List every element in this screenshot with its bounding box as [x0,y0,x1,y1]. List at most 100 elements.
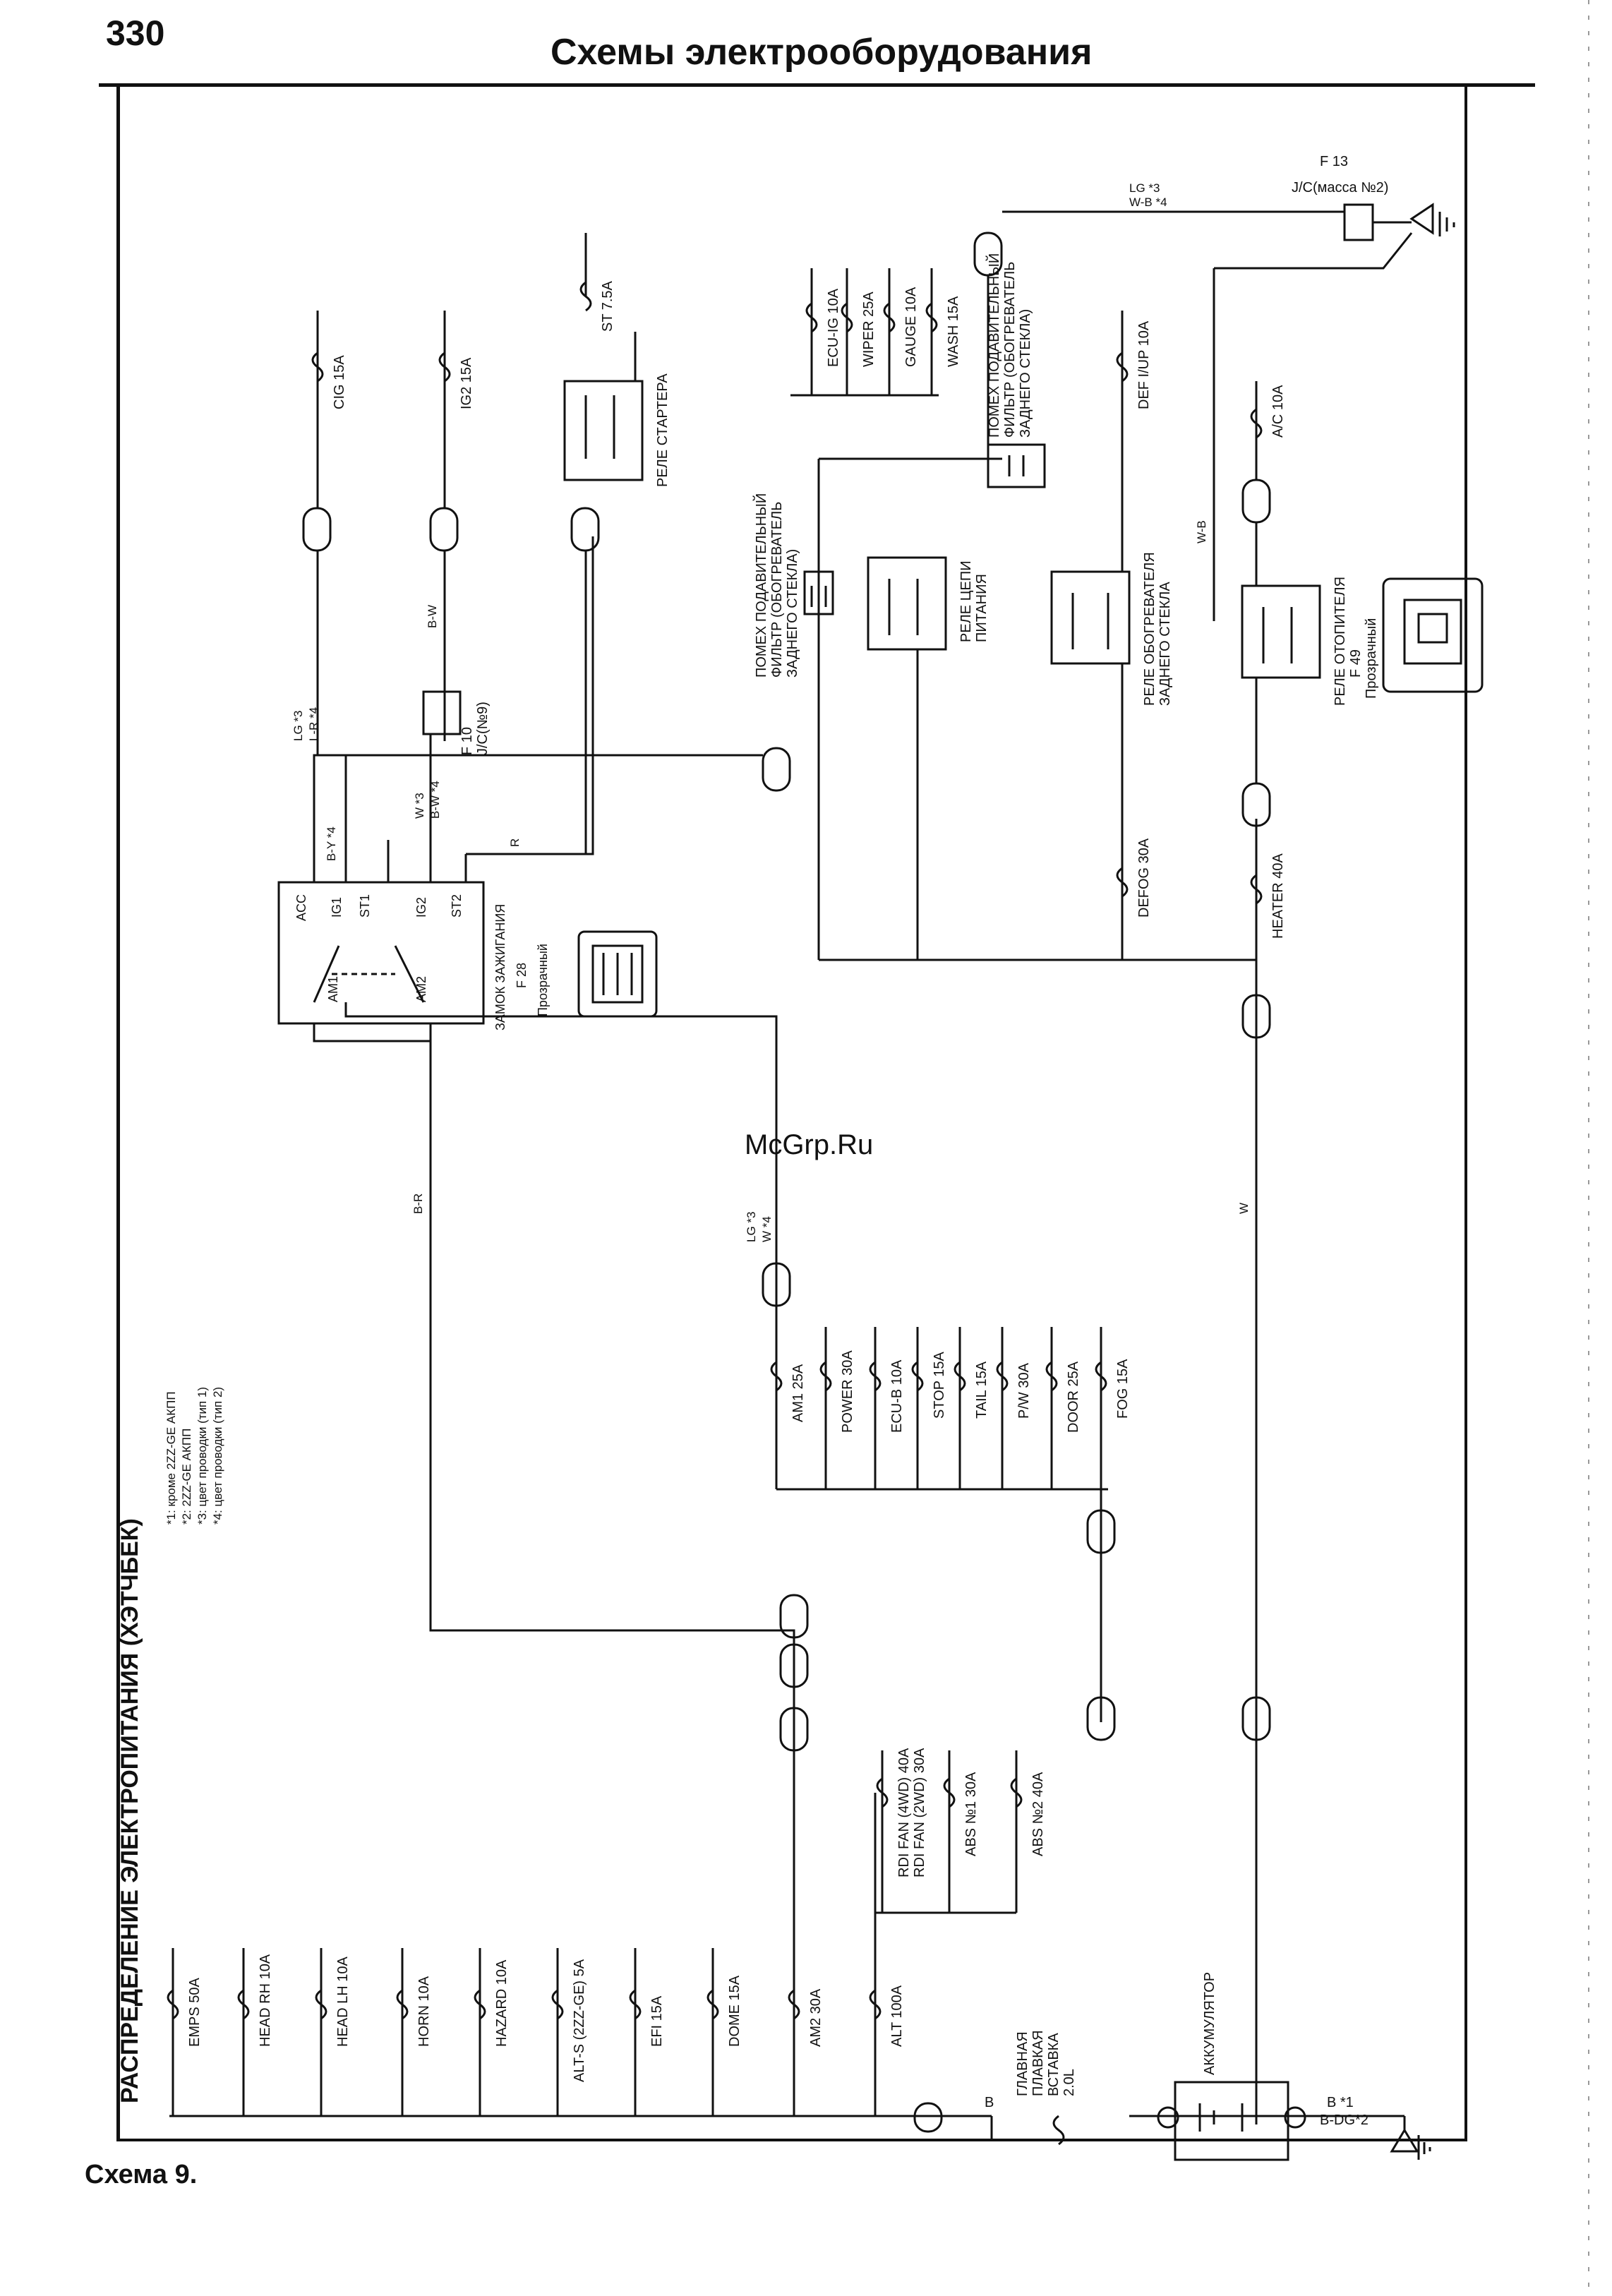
fuse-head-rh: HEAD RH 10A [258,1954,273,2047]
fuse-dome: DOME 15A [727,1975,742,2047]
note-1: *1: кроме 2ZZ-GE АКПП [164,1391,178,1525]
bottom-fuse-labels: EMPS 50A HEAD RH 10A HEAD LH 10A HORN 10… [187,1954,905,2082]
fuse-ecu-b: ECU-B 10A [889,1359,905,1433]
fuse-heater: HEATER 40A [1270,853,1286,939]
fuse-rdi-2wd: RDI FAN (2WD) 30A [912,1748,927,1877]
fuse-am1: AM1 25A [790,1364,806,1422]
fuse-abs1: ABS №1 30A [963,1772,979,1856]
defog-heater-fuses [819,819,1263,961]
fuse-efi: EFI 15A [649,1995,665,2047]
fan-fuse-labels: RDI FAN (4WD) 40A RDI FAN (2WD) 30A ABS … [896,1748,1046,1877]
wire-b-bottom: B [985,2095,994,2110]
wire-w-right: W [1237,1203,1251,1214]
ignition-connector-color: Прозрачный [536,944,550,1016]
ignition-switch [277,536,763,1042]
mid-fuse-row [770,1327,1108,1722]
top-labels: CIG 15A IG2 15A ST 7.5A ECU-IG 10A WIPER… [332,154,1388,939]
note-2: *2: 2ZZ-GE АКПП [180,1429,193,1525]
fan-fuse-group [875,1750,1023,1914]
note-3: *3: цвет проводки (тип 1) [196,1387,209,1525]
label-power-relay-2: ПИТАНИЯ [974,574,990,642]
fuse-power: POWER 30A [840,1350,855,1433]
term-ig2: IG2 [414,897,428,918]
wire-lg3: LG *3 [291,711,305,741]
term-acc: ACC [294,894,308,921]
wire-br: B-R [411,1194,425,1214]
fuse-rdi-4wd: RDI FAN (4WD) 40A [896,1748,912,1877]
battery [1157,2081,1431,2161]
label-jc-ground: J/C(масса №2) [1292,180,1388,196]
fuse-horn: HORN 10A [416,1976,432,2047]
fuse-tail: TAIL 15A [974,1361,990,1419]
heater-relay-connector-image [1382,577,1484,693]
term-ig1: IG1 [330,897,344,918]
term-am2: AM2 [414,976,428,1002]
fuse-door: DOOR 25A [1066,1361,1081,1433]
wire-bw4: B-W *4 [428,781,442,819]
label-defog-relay-2: ЗАДНЕГО СТЕКЛА [1157,582,1173,706]
fuse-am2: AM2 30A [808,1988,824,2047]
ignition-switch-label: ЗАМОК ЗАЖИГАНИЯ [493,904,507,1030]
heater-relay [1241,381,1321,783]
bottom-busbar [169,2115,1406,2139]
notes: *1: кроме 2ZZ-GE АКПП *2: 2ZZ-GE АКПП *3… [164,1387,224,1525]
wire-wb4: W-B *4 [1129,196,1167,209]
header-rule [99,83,1535,87]
wire-wb: W-B [1195,520,1208,543]
wire-bw: B-W [426,605,439,628]
fuse-st: ST 7.5A [600,280,615,332]
battery-labels: АККУМУЛЯТОР ГЛАВНАЯ ПЛАВКАЯ ВСТАВКА 2.0L… [985,1972,1369,2128]
wire-labels: LG *3 L-R *4 B-Y *4 W *3 B-W *4 R B-W B-… [291,181,1251,1242]
connectors [302,232,1271,2133]
term-st2: ST2 [450,894,464,918]
label-jc-ground-code: F 13 [1320,154,1348,169]
mid-fuse-labels: AM1 25A POWER 30A ECU-B 10A STOP 15A TAI… [790,1350,1131,1433]
main-fusible-link [1052,2115,1065,2146]
wire-lg3b: LG *3 [1129,181,1160,195]
fuse-pw: P/W 30A [1016,1362,1032,1419]
wire-w3: W *3 [413,793,426,819]
fuse-ecu-ig: ECU-IG 10A [826,288,841,367]
wire-w4: W *4 [760,1216,774,1242]
fuse-wash: WASH 15A [946,296,961,367]
wire-bdg: B-DG*2 [1320,2112,1369,2128]
bottom-fuse-row [167,1793,882,2116]
fuse-hazard: HAZARD 10A [494,1959,510,2047]
noise-filter-left [803,570,834,615]
power-relay [817,457,1002,960]
starter-relay [563,332,644,481]
fuse-wiper: WIPER 25A [861,291,877,367]
fuse-defog: DEFOG 30A [1136,838,1152,918]
figure-caption: Схема 9. [85,2160,198,2189]
ignition-connector-code: F 28 [515,963,529,988]
battery-label: АККУМУЛЯТОР [1202,1972,1217,2075]
defog-relay [1050,311,1131,960]
term-st1: ST1 [358,894,372,918]
page-number: 330 [106,13,165,53]
label-defog-relay-1: РЕЛЕ ОБОГРЕВАТЕЛЯ [1142,552,1157,706]
wire-lr4: L-R *4 [307,707,320,741]
fuse-def-iup: DEF I/UP 10A [1136,320,1152,409]
label-heater-conn-color: Прозрачный [1364,618,1379,699]
fusible-link-1: ГЛАВНАЯ [1015,2031,1030,2096]
wire-by4: B-Y *4 [325,827,338,861]
fuse-ig2: IG2 15A [459,357,474,409]
label-filter-b-1: ПОМЕХ ПОДАВИТЕЛЬНЫЙ [985,253,1002,438]
section-title: РАСПРЕДЕЛЕНИЕ ЭЛЕКТРОПИТАНИЯ (ХЭТЧБЕК) [116,1518,143,2103]
wire-lg-w: LG *3 [745,1212,758,1242]
label-power-relay-1: РЕЛЕ ЦЕПИ [958,560,974,642]
fuse-alt: ALT 100A [889,1985,905,2047]
watermark: McGrp.Ru [745,1129,874,1160]
fuse-stop: STOP 15A [932,1351,947,1419]
fuse-gauge: GAUGE 10A [903,287,919,367]
label-filter-a-2: ФИЛЬТР (ОБОГРЕВАТЕЛЬ [769,502,785,678]
label-filter-b-2: ФИЛЬТР (ОБОГРЕВАТЕЛЬ [1002,262,1018,438]
fuse-cig: CIG 15A [332,355,347,409]
fuse-emps: EMPS 50A [187,1978,203,2047]
fuse-alt-s: ALT-S (2ZZ-GE) 5A [572,1959,587,2082]
label-filter-a-1: ПОМЕХ ПОДАВИТЕЛЬНЫЙ [752,493,769,678]
fusible-link-2: ПЛАВКАЯ [1030,2030,1046,2096]
term-am1: AM1 [326,976,340,1002]
label-jc9: J/C(№9) [475,702,491,755]
